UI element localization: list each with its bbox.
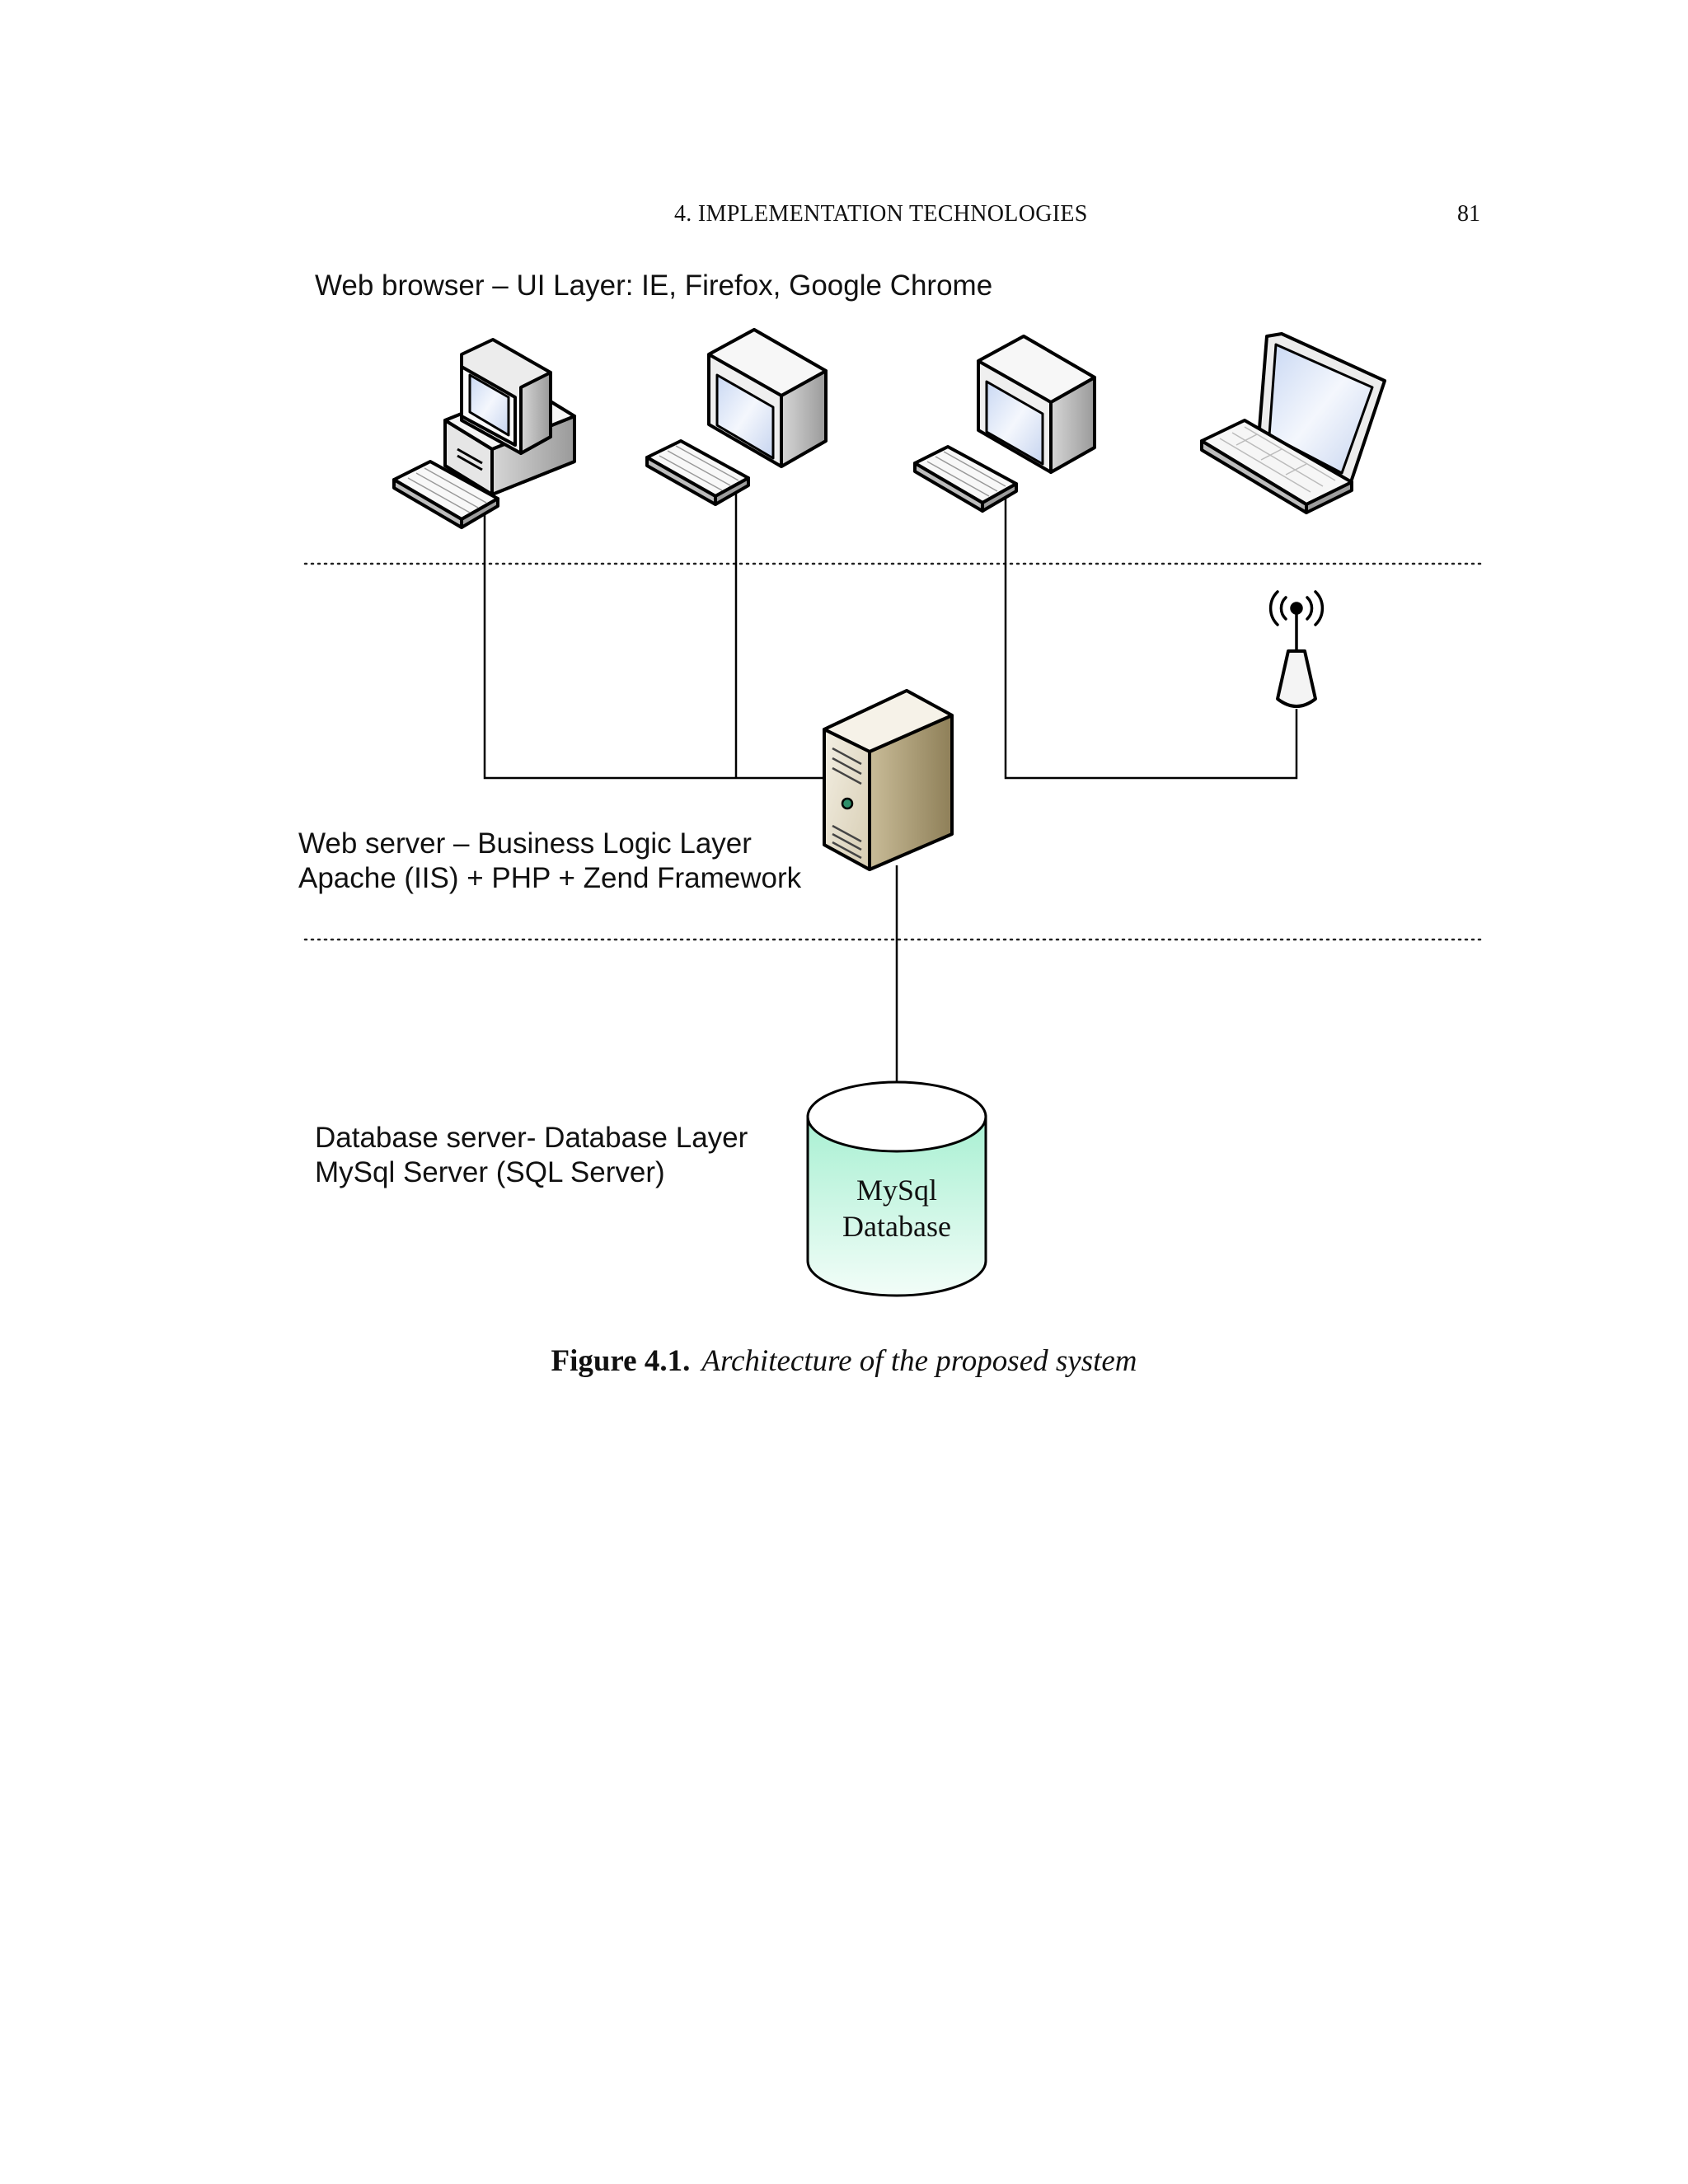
database-cylinder-icon: MySql Database <box>806 1080 987 1297</box>
workstation-tower-icon <box>392 338 576 529</box>
figure-caption: Figure 4.1. Architecture of the proposed … <box>0 1343 1688 1379</box>
page-number: 81 <box>1457 201 1480 227</box>
business-layer-line2: Apache (IIS) + PHP + Zend Framework <box>298 862 802 894</box>
running-head: 4. IMPLEMENTATION TECHNOLOGIES 81 <box>0 201 1688 234</box>
database-label-line1: MySql <box>856 1174 937 1207</box>
wireless-antenna-icon <box>1268 590 1325 708</box>
ui-layer-label: Web browser – UI Layer: IE, Firefox, Goo… <box>315 269 992 302</box>
business-layer-line1: Web server – Business Logic Layer <box>298 827 752 860</box>
web-server-icon <box>823 689 954 871</box>
network-connections <box>483 482 1298 1081</box>
workstation-monitor-icon <box>645 328 828 506</box>
database-layer-line1: Database server- Database Layer <box>315 1122 748 1154</box>
figure-caption-text: Architecture of the proposed system <box>701 1344 1137 1378</box>
figure-label: Figure 4.1. <box>551 1344 691 1378</box>
workstation-monitor-icon <box>913 335 1096 513</box>
chapter-title: 4. IMPLEMENTATION TECHNOLOGIES <box>674 201 1088 227</box>
database-label-line2: Database <box>842 1210 951 1243</box>
database-layer-line2: MySql Server (SQL Server) <box>315 1156 665 1188</box>
laptop-icon <box>1200 332 1386 514</box>
